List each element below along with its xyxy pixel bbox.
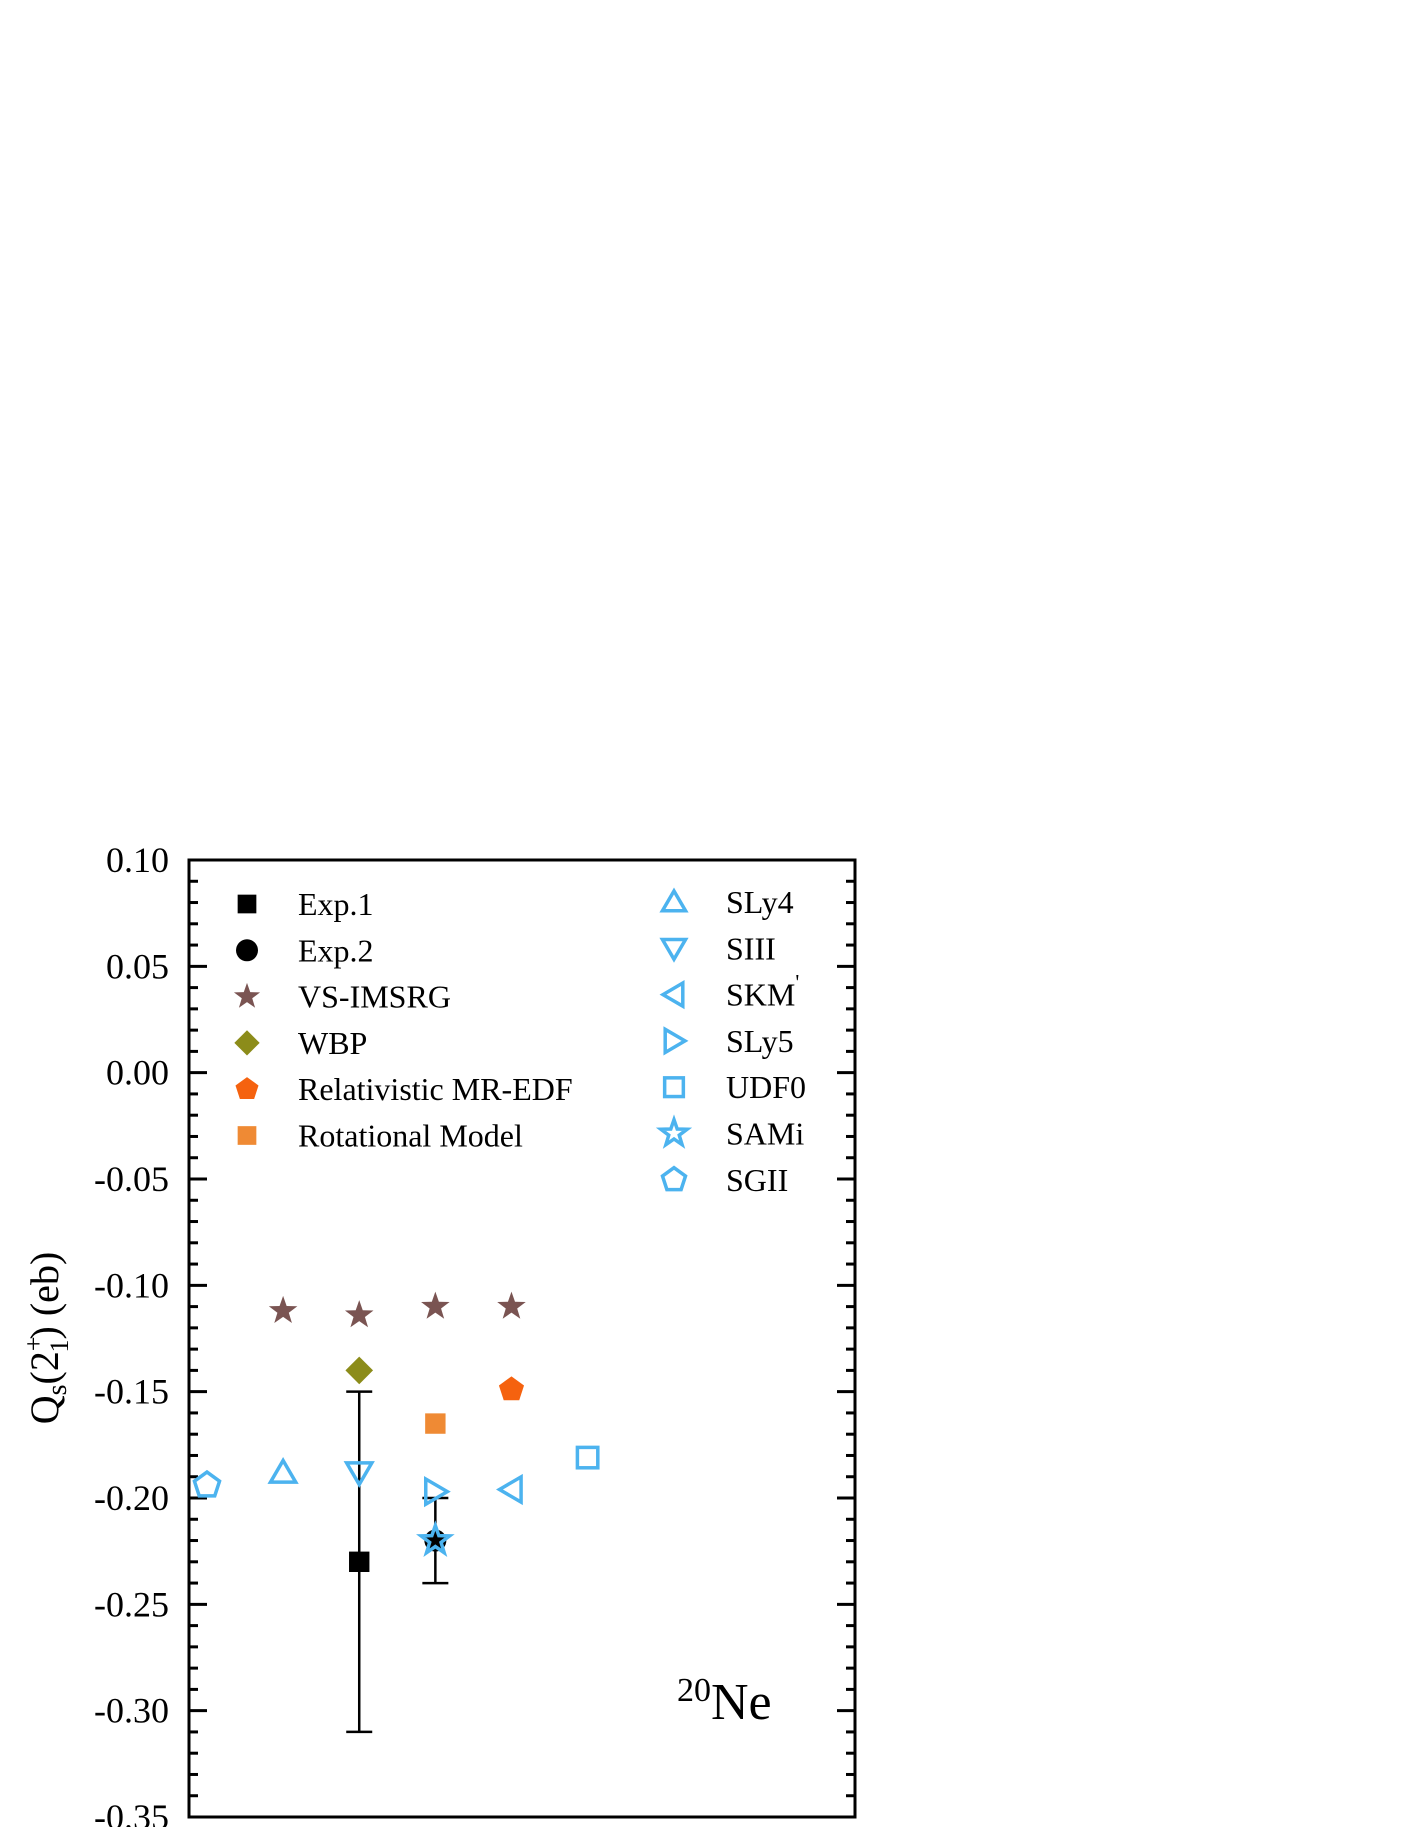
legend-item-sami: SAMi: [655, 1114, 804, 1152]
point-sly5: [424, 1475, 451, 1508]
legend-label: SGII: [726, 1162, 788, 1198]
point-skm: [496, 1473, 523, 1506]
y-axis-title-mid: (2: [22, 1351, 67, 1384]
y-tick-label: 0.10: [106, 840, 169, 880]
legend-label: SIII: [726, 930, 776, 966]
nucleus-mass-number: 20: [677, 1672, 711, 1709]
legend-label-sup: ': [795, 970, 799, 995]
y-ticks: [189, 858, 855, 1819]
y-tick-label: -0.05: [94, 1159, 169, 1199]
y-tick-label: 0.05: [106, 946, 169, 986]
legend-item-skm: SKM': [659, 970, 799, 1013]
y-tick-labels: 0.10 0.05 0.00 -0.05 -0.10 -0.15 -0.20 -0.25 -0.…: [94, 840, 169, 1827]
legend-marker: [655, 1114, 693, 1149]
point-vs-imsrg: [497, 1291, 526, 1319]
y-tick-label: -0.15: [94, 1372, 169, 1412]
legend-item-wbp: WBP: [234, 1025, 367, 1061]
nucleus-annotation: 20Ne: [677, 1672, 772, 1731]
nucleus-symbol: Ne: [711, 1674, 772, 1731]
point-vs-imsrg: [344, 1300, 374, 1328]
legend-marker: [659, 980, 685, 1010]
legend-item-relativistic-mr-edf: Relativistic MR-EDF: [235, 1071, 573, 1107]
legend-marker: [662, 1076, 686, 1099]
legend-label: Relativistic MR-EDF: [298, 1071, 573, 1107]
y-tick-label: -0.10: [94, 1265, 169, 1305]
y-tick-label: -0.25: [94, 1584, 169, 1624]
legend-item-udf0: UDF0: [662, 1069, 806, 1105]
point-udf0: [575, 1445, 600, 1470]
y-tick-label: -0.30: [94, 1691, 169, 1731]
legend-label: SAMi: [726, 1116, 804, 1152]
legend-marker: [663, 1026, 689, 1056]
legend-marker: [237, 1126, 257, 1145]
legend-marker: [660, 1165, 688, 1192]
point-vs-imsrg: [421, 1291, 450, 1319]
legend-marker: [233, 982, 261, 1008]
plot-frame: [187, 858, 857, 1819]
point-vs-imsrg: [268, 1295, 298, 1323]
legend-label: SLy4: [726, 884, 794, 920]
point-relativistic-mr-edf: [498, 1376, 525, 1401]
legend-label: SLy5: [726, 1023, 794, 1059]
legend-marker: [659, 887, 689, 913]
point-sgii: [192, 1469, 222, 1498]
legend-label: WBP: [298, 1025, 367, 1061]
legend-marker: [236, 939, 258, 962]
legend-marker: [234, 1030, 260, 1056]
y-tick-label: -0.20: [94, 1478, 169, 1518]
data-points: [192, 1291, 600, 1572]
legend-item-siii: SIII: [659, 930, 776, 966]
legend-item-sly4: SLy4: [659, 884, 794, 920]
legend-label: UDF0: [726, 1069, 806, 1105]
legend-label: Exp.2: [298, 932, 374, 968]
legend-marker: [659, 937, 689, 963]
point-exp-1: [349, 1551, 370, 1572]
legend-item-rotational-model: Rotational Model: [237, 1118, 523, 1154]
point-rotational-model: [425, 1413, 446, 1434]
legend-label: SKM': [726, 970, 799, 1013]
y-tick-label: -0.35: [94, 1797, 169, 1827]
legend-label: VS-IMSRG: [298, 979, 451, 1015]
y-axis-title: Qs(2+1) (eb): [19, 1252, 74, 1425]
legend-item-exp-2: Exp.2: [236, 932, 374, 968]
y-tick-label: 0.00: [106, 1053, 169, 1093]
y-axis-title-tail: ) (eb): [22, 1252, 67, 1340]
point-wbp: [345, 1356, 374, 1385]
y-axis-title-sub2: 1: [45, 1339, 74, 1352]
legend-item-vs-imsrg: VS-IMSRG: [233, 979, 451, 1015]
legend-label: Rotational Model: [298, 1118, 523, 1154]
legend-item-sgii: SGII: [660, 1162, 788, 1198]
point-sami: [416, 1520, 455, 1557]
legend-item-exp-1: Exp.1: [237, 886, 374, 922]
legend-label: Exp.1: [298, 886, 374, 922]
y-axis-title-base: Q: [22, 1395, 67, 1424]
legend-item-sly5: SLy5: [663, 1023, 794, 1059]
legend-marker: [235, 1077, 259, 1099]
point-sly4: [267, 1457, 299, 1484]
point-siii: [343, 1461, 375, 1488]
y-axis-title-sub1: s: [42, 1384, 73, 1395]
y-axis-title-sup: +: [19, 1336, 48, 1351]
legend-marker: [237, 894, 257, 914]
